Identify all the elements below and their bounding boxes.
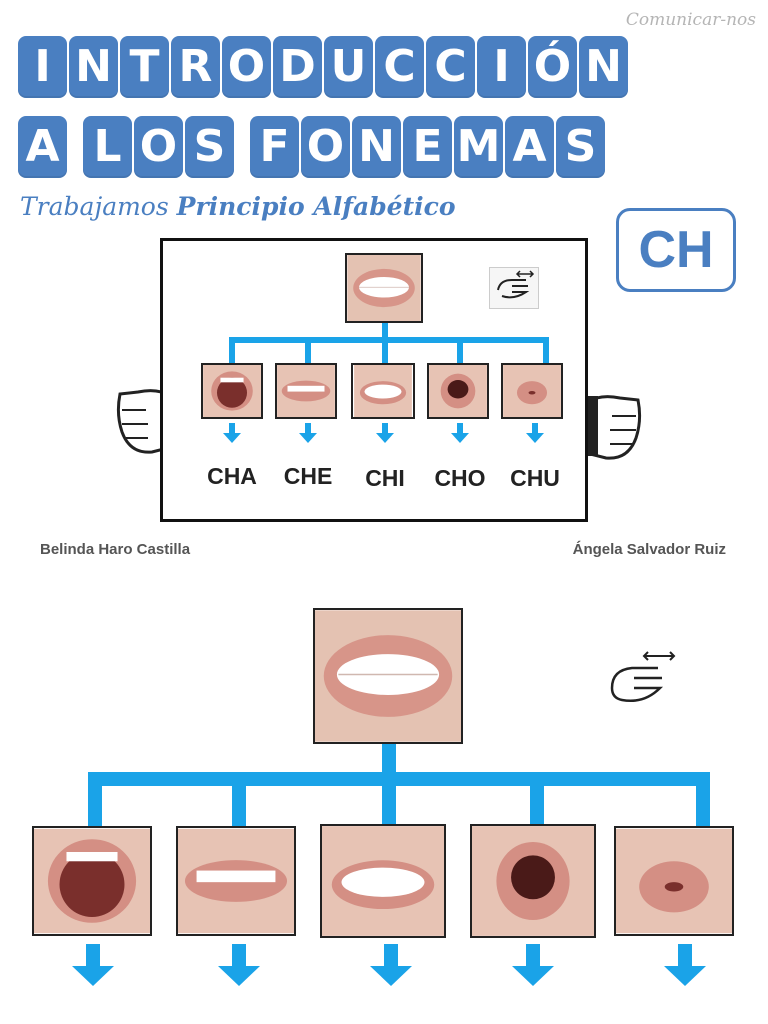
mouth-image-cha: [201, 363, 263, 419]
connector-drop: [382, 772, 396, 826]
title-letter: Ó: [528, 36, 577, 98]
subtitle: Trabajamos Principio Alfabético: [20, 192, 456, 221]
brand-logo: Comunicar-nos: [625, 10, 756, 30]
connector-vertical-large: [382, 744, 396, 778]
connector-drop: [305, 337, 311, 363]
hand-gesture-icon: [489, 267, 539, 309]
author-left: Belinda Haro Castilla: [40, 541, 191, 558]
title-line-2: A L O S F O N E M A S: [18, 116, 605, 178]
connector-vertical: [382, 323, 388, 341]
connector-drop: [229, 337, 235, 363]
arrow-down-icon: [376, 433, 394, 443]
title-letter: S: [556, 116, 605, 178]
title-letter: D: [273, 36, 322, 98]
title-letter: E: [403, 116, 452, 178]
mouth-image-main: [345, 253, 423, 323]
syllable-cha: CHA: [207, 463, 257, 489]
mouth-image-che-large: [176, 826, 296, 936]
title-letter: S: [185, 116, 234, 178]
arrow-shaft: [384, 944, 398, 968]
title-letter: O: [134, 116, 183, 178]
title-letter: C: [426, 36, 475, 98]
connector-drop: [543, 337, 549, 363]
mouth-image-chi-large: [320, 824, 446, 938]
connector-horizontal-large: [88, 772, 710, 786]
connector-drop: [88, 772, 102, 826]
syllable-che: CHE: [283, 463, 333, 489]
arrow-down-icon: [218, 966, 260, 986]
connector-drop: [382, 337, 388, 363]
mouth-image-cho-large: [470, 824, 596, 938]
arrow-down-icon: [370, 966, 412, 986]
arrow-shaft: [86, 944, 100, 968]
title-space: [236, 116, 248, 178]
arrow-shaft: [678, 944, 692, 968]
title-letter: N: [579, 36, 628, 98]
arrow-shaft: [229, 423, 235, 433]
title-letter: O: [301, 116, 350, 178]
mouth-image-cho: [427, 363, 489, 419]
arrow-down-icon: [512, 966, 554, 986]
subtitle-part-1: Trabajamos: [20, 192, 169, 221]
syllable-chi: CHI: [365, 465, 405, 491]
mouth-image-main-large: [313, 608, 463, 744]
connector-drop: [696, 772, 710, 826]
arrow-down-icon: [299, 433, 317, 443]
title-letter: M: [454, 116, 503, 178]
author-right: Ángela Salvador Ruiz: [572, 541, 726, 558]
phoneme-badge: CH: [616, 208, 736, 292]
title-letter: I: [18, 36, 67, 98]
mouth-image-cha-large: [32, 826, 152, 936]
title-letter: I: [477, 36, 526, 98]
mouth-image-chu-large: [614, 826, 734, 936]
mouth-image-chi: [351, 363, 415, 419]
mouth-image-che: [275, 363, 337, 419]
arrow-down-icon: [664, 966, 706, 986]
arrow-shaft: [457, 423, 463, 433]
syllable-chu: CHU: [510, 465, 560, 491]
hand-icon-right: [584, 395, 642, 460]
title-line-1: I N T R O D U C C I Ó N: [18, 36, 628, 98]
title-letter: O: [222, 36, 271, 98]
connector-drop: [232, 772, 246, 826]
title-space: [69, 116, 81, 178]
hand-gesture-icon-large: [610, 651, 676, 702]
subtitle-part-2: Principio Alfabético: [176, 192, 456, 221]
arrow-shaft: [526, 944, 540, 968]
connector-drop: [530, 772, 544, 826]
title-letter: A: [505, 116, 554, 178]
arrow-shaft: [232, 944, 246, 968]
connector-horizontal: [229, 337, 549, 343]
arrow-down-icon: [223, 433, 241, 443]
arrow-down-icon: [72, 966, 114, 986]
arrow-shaft: [532, 423, 538, 433]
arrow-shaft: [382, 423, 388, 433]
arrow-down-icon: [451, 433, 469, 443]
title-letter: N: [352, 116, 401, 178]
title-letter: F: [250, 116, 299, 178]
mouth-image-chu: [501, 363, 563, 419]
connector-drop: [457, 337, 463, 363]
title-letter: U: [324, 36, 373, 98]
arrow-down-icon: [526, 433, 544, 443]
syllable-cho: CHO: [434, 465, 486, 491]
title-letter: R: [171, 36, 220, 98]
title-letter: A: [18, 116, 67, 178]
title-letter: T: [120, 36, 169, 98]
arrow-shaft: [305, 423, 311, 433]
title-letter: N: [69, 36, 118, 98]
phoneme-card: CHA CHE CHI CHO CHU: [160, 238, 588, 522]
title-letter: L: [83, 116, 132, 178]
title-letter: C: [375, 36, 424, 98]
